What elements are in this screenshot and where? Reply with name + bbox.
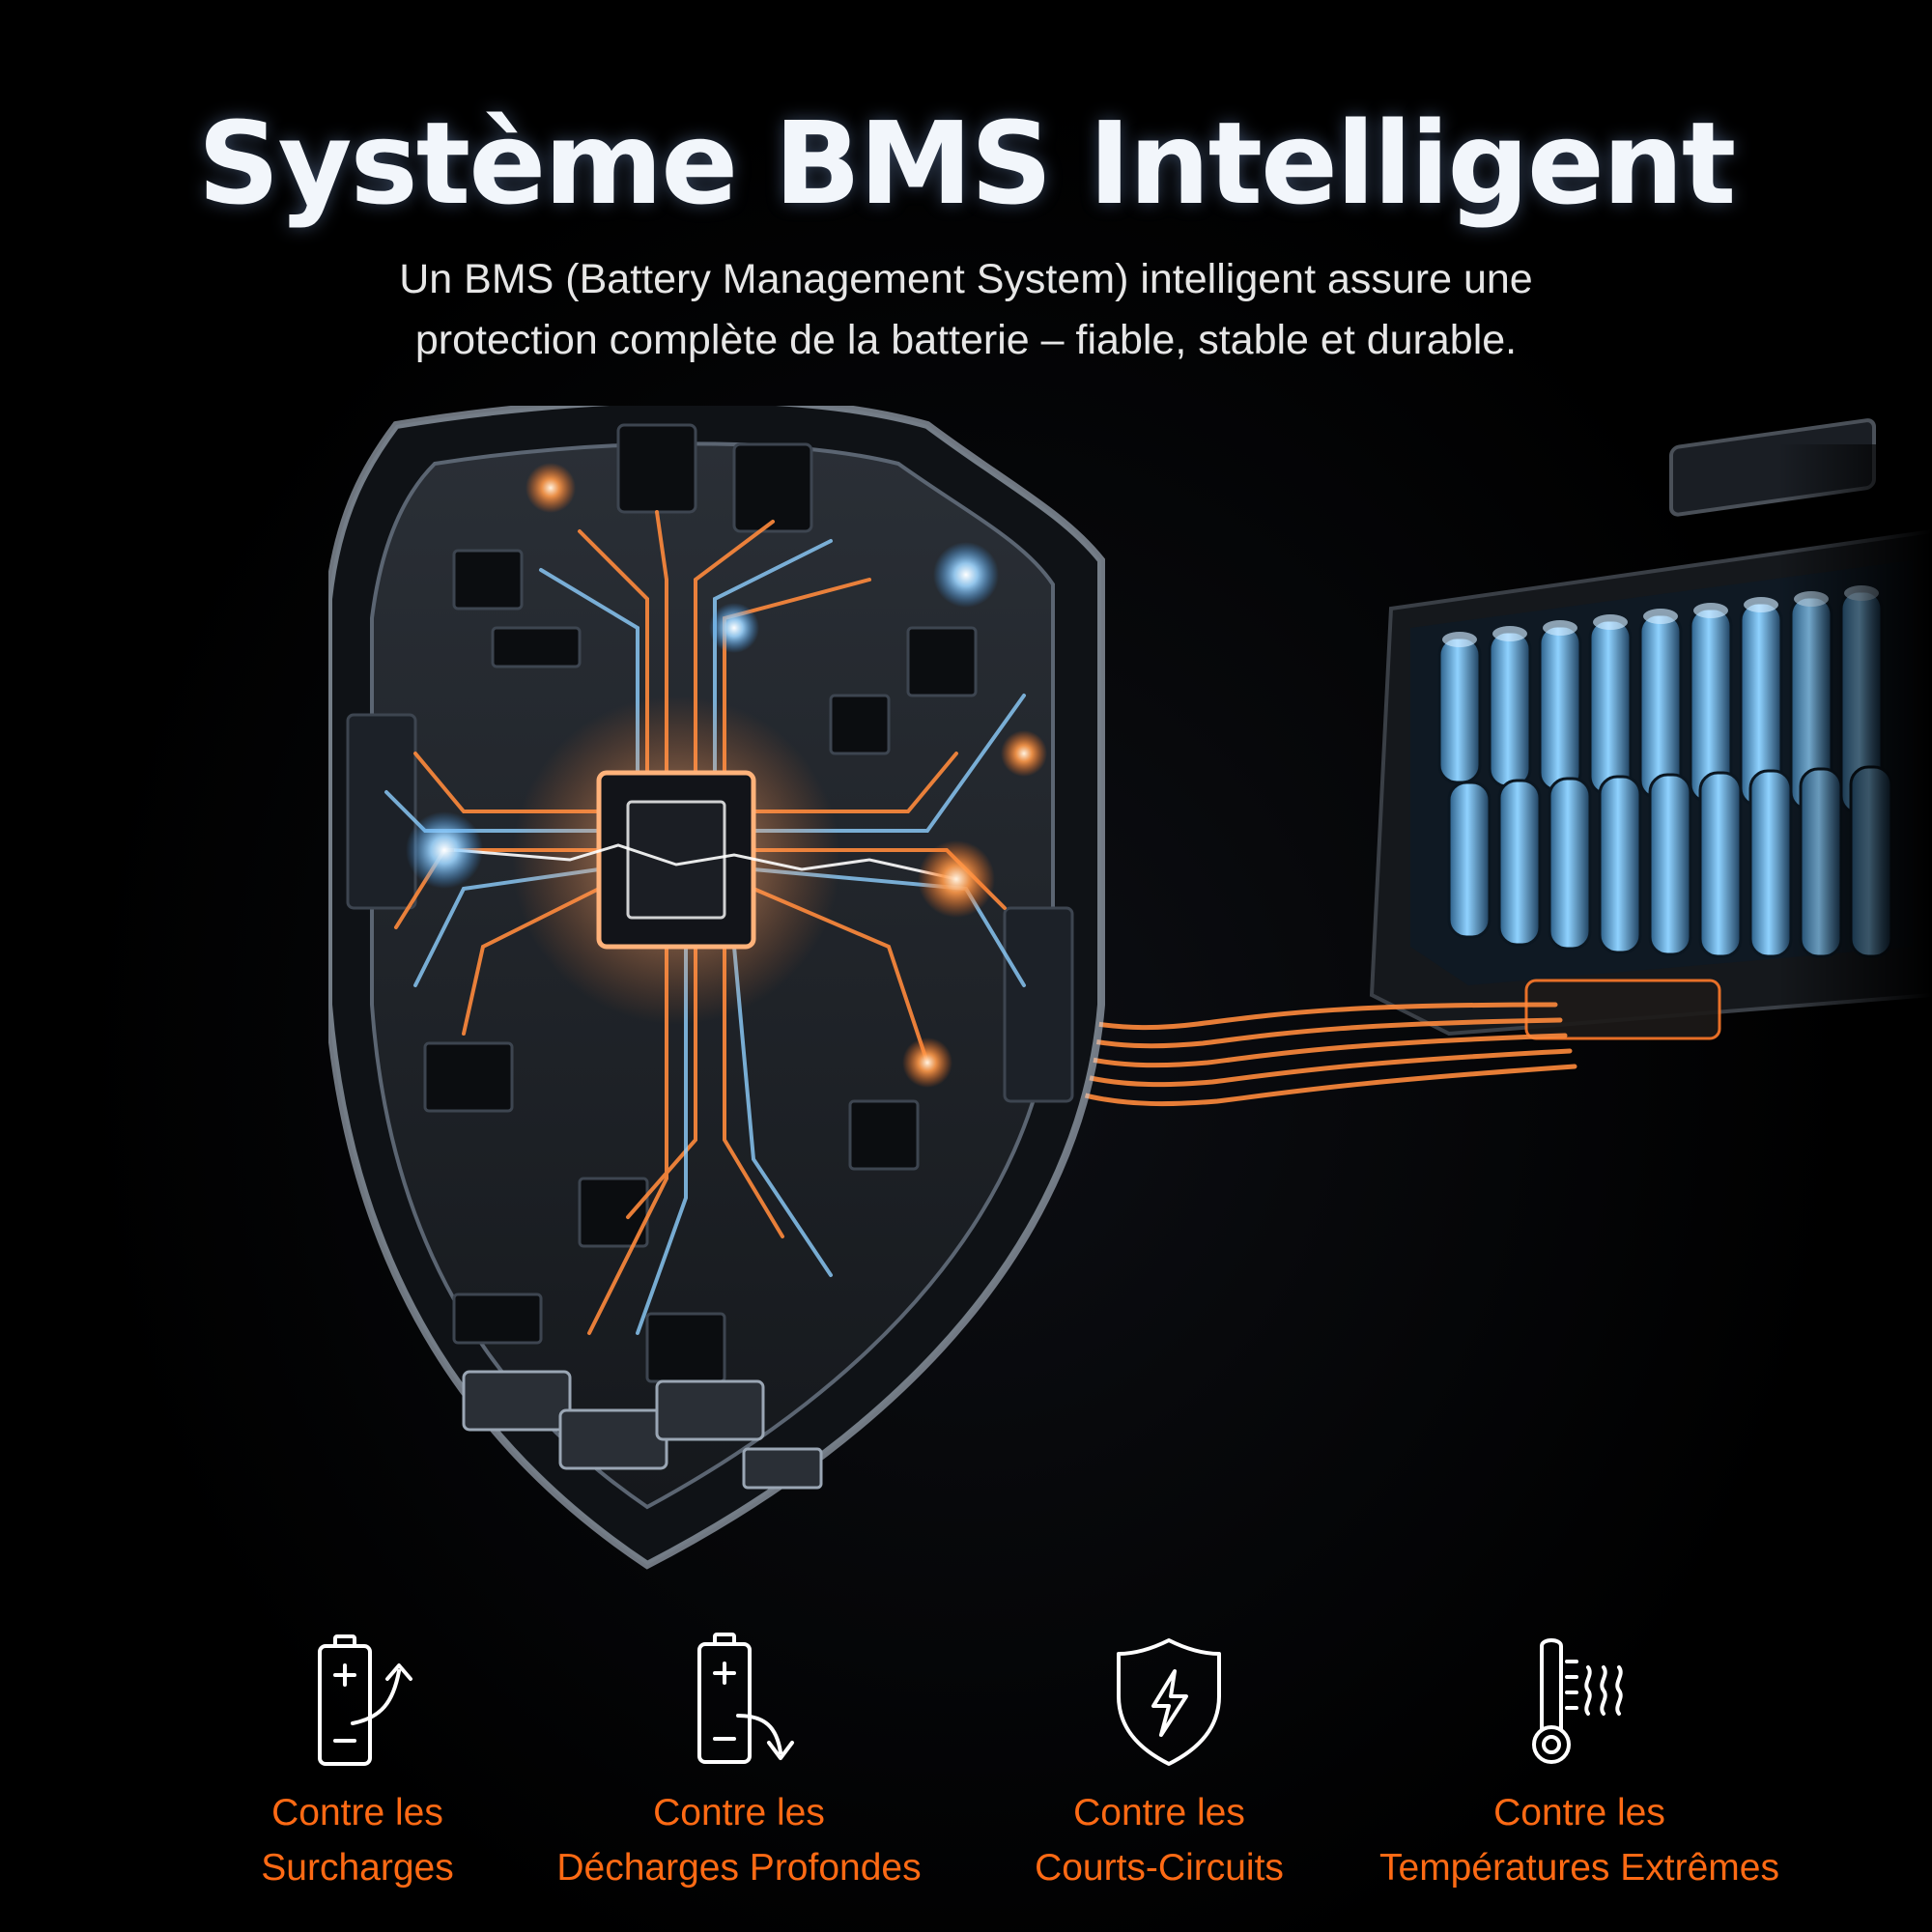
thermometer-heat-icon	[1532, 1638, 1623, 1764]
glow-nodes	[406, 463, 1047, 1088]
feature-label: Contre les Surcharges	[261, 1792, 454, 1889]
bottom-connectors	[462, 1370, 823, 1490]
subtitle-line-2: protection complète de la batterie – fia…	[414, 317, 1518, 363]
board-components	[346, 423, 1074, 1383]
feature-label: Contre les Températures Extrêmes	[1379, 1792, 1779, 1889]
shield-board	[328, 406, 1105, 1570]
battery-overcharge-icon	[318, 1634, 412, 1766]
feature-label: Contre les Décharges Profondes	[556, 1792, 922, 1889]
page-title: Système BMS Intelligent	[197, 97, 1737, 230]
battery-deep-discharge-icon	[697, 1633, 794, 1764]
central-chip	[453, 696, 957, 1024]
feature-extreme-temperature: Contre les Températures Extrêmes	[1343, 1633, 1816, 1913]
feature-short-circuit: Contre les Courts-Circuits	[1014, 1633, 1304, 1913]
features-row: Contre les Surcharges Contre les Décharg…	[0, 1633, 1932, 1913]
feature-overcharge: Contre les Surcharges	[213, 1633, 502, 1913]
feature-label: Contre les Courts-Circuits	[1035, 1792, 1284, 1889]
subtitle-line-1: Un BMS (Battery Management System) intel…	[399, 256, 1533, 302]
page-subtitle: Un BMS (Battery Management System) intel…	[242, 249, 1690, 371]
shield-lightning-icon	[1117, 1638, 1221, 1766]
feature-deep-discharge: Contre les Décharges Profondes	[522, 1633, 956, 1913]
bms-shield-illustration	[328, 406, 1932, 1570]
